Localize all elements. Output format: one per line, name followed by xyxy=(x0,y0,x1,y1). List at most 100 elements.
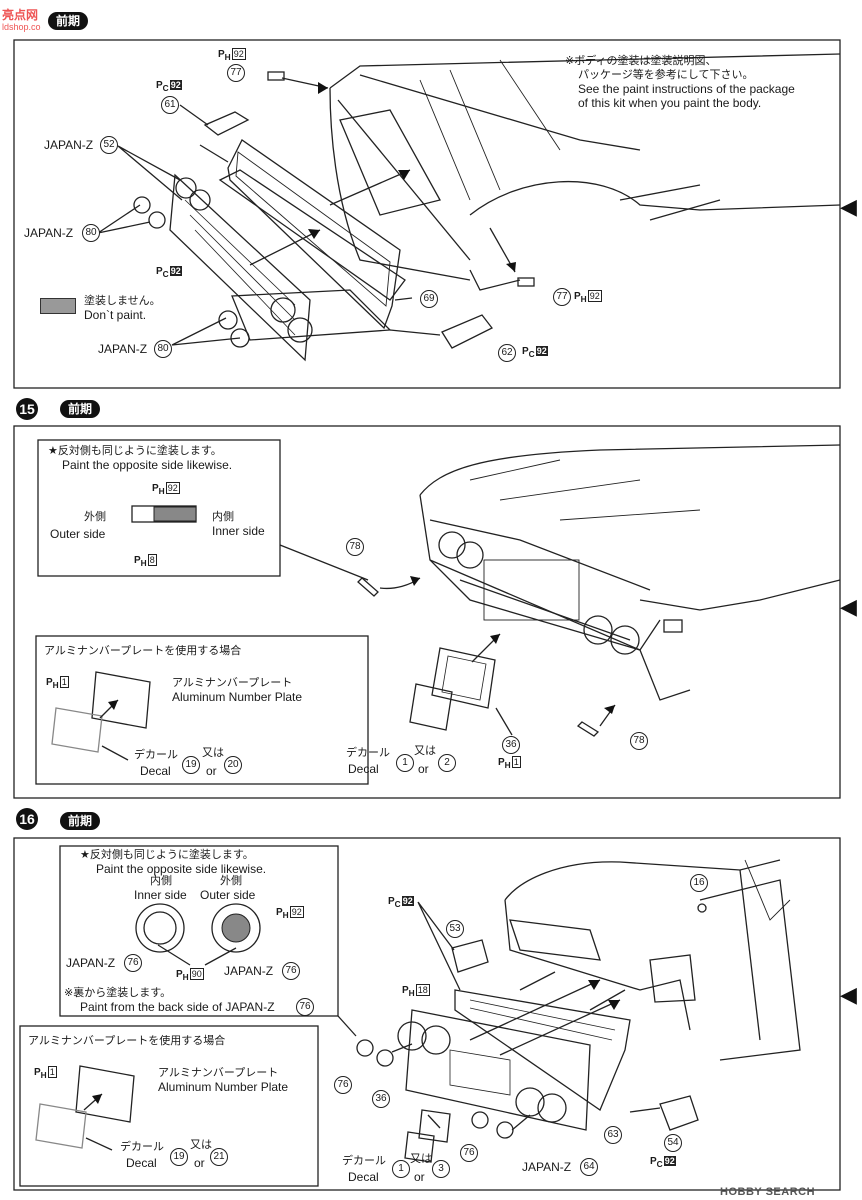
part-77-top: 77 xyxy=(227,64,245,82)
s16-part-64: 64 xyxy=(580,1158,598,1176)
s15-mata2: 又は xyxy=(414,744,436,757)
part-52: 52 xyxy=(100,136,118,154)
step15-frame xyxy=(13,425,841,799)
s15-opposite-jp: ★反対側も同じように塗装します。 xyxy=(48,444,222,457)
s16-part-36: 36 xyxy=(372,1090,390,1108)
part-62: 62 xyxy=(498,344,516,362)
top-frame xyxy=(13,39,841,389)
s15-decal-20: 20 xyxy=(224,756,242,774)
s15-outer-jp: 外側 xyxy=(84,510,106,523)
part-77-right: 77 xyxy=(553,288,571,306)
s16-japan-z-left: JAPAN-Z xyxy=(66,956,116,970)
s16-part-53: 53 xyxy=(446,920,464,938)
step-15-header: 前期 xyxy=(60,400,101,418)
page-tab-arrow-2: ◀ xyxy=(840,594,857,619)
no-paint-jp: 塗装しません。 xyxy=(84,294,161,307)
inner-gray-lens xyxy=(221,913,251,943)
s16-alu-jp: アルミナンバープレート xyxy=(158,1066,279,1079)
s16-outer-en: Outer side xyxy=(200,888,256,902)
s16-alu-en: Aluminum Number Plate xyxy=(158,1080,289,1094)
s15-alu-jp: アルミナンバープレート xyxy=(172,676,293,689)
s15-mata: 又は xyxy=(202,746,224,759)
s16-part-54: 54 xyxy=(664,1134,682,1152)
step16-frame xyxy=(13,837,841,1191)
top-header-pill: 前期 xyxy=(48,12,89,30)
s16-mata2: 又は xyxy=(410,1152,432,1165)
step-16-header: 前期 xyxy=(60,812,101,830)
s15-decal-en2: Decal xyxy=(348,762,379,776)
part-61: 61 xyxy=(161,96,179,114)
s15-or: or xyxy=(206,764,217,778)
s16-or: or xyxy=(194,1156,205,1170)
s16-part-76a: 76 xyxy=(334,1076,352,1094)
s16-part-76-note: 76 xyxy=(296,998,314,1016)
s15-decal-en: Decal xyxy=(140,764,171,778)
page-tab-arrow-3: ◀ xyxy=(840,982,857,1007)
page-tab-arrow-1: ◀ xyxy=(840,194,857,219)
s15-decal-19: 19 xyxy=(182,756,200,774)
s16-back-en: Paint from the back side of JAPAN-Z xyxy=(80,1000,275,1014)
s15-inner-en: Inner side xyxy=(212,524,265,538)
s16-mata: 又は xyxy=(190,1138,212,1151)
s15-or2: or xyxy=(418,762,429,776)
s15-part-78b: 78 xyxy=(630,732,648,750)
part-80a: 80 xyxy=(82,224,100,242)
s16-part-63: 63 xyxy=(604,1126,622,1144)
s16-opposite-jp: ★反対側も同じように塗装します。 xyxy=(80,848,254,861)
s16-or2: or xyxy=(414,1170,425,1184)
s16-decal-jp: デカール xyxy=(120,1140,164,1153)
s15-part-78a: 78 xyxy=(346,538,364,556)
s16-decal-en: Decal xyxy=(126,1156,157,1170)
footer-watermark: HOBBY SEARCH xyxy=(720,1186,816,1198)
s15-outer-en: Outer side xyxy=(50,527,106,541)
s16-decal-19: 19 xyxy=(170,1148,188,1166)
brand-logo: 亮点网 xyxy=(2,8,39,22)
step-15-badge: 15 xyxy=(16,398,38,420)
s16-japan-z-bottom: JAPAN-Z xyxy=(522,1160,572,1174)
s15-decal-2: 2 xyxy=(438,754,456,772)
part-80b: 80 xyxy=(154,340,172,358)
s16-decal-en2: Decal xyxy=(348,1170,379,1184)
japan-z-label-80b: JAPAN-Z xyxy=(98,342,148,356)
s15-part-36: 36 xyxy=(502,736,520,754)
body-note-jp-2: パッケージ等を参考にして下さい。 xyxy=(578,68,754,81)
japan-z-label-80a: JAPAN-Z xyxy=(24,226,74,240)
s16-opposite-en: Paint the opposite side likewise. xyxy=(96,862,267,876)
s16-part-76-right: 76 xyxy=(282,962,300,980)
no-paint-en: Don`t paint. xyxy=(84,308,147,322)
no-paint-swatch xyxy=(40,298,76,314)
step-16-badge: 16 xyxy=(16,808,38,830)
body-note-jp-1: ※ボディの塗装は塗装説明図、 xyxy=(565,54,717,67)
s16-part-16: 16 xyxy=(690,874,708,892)
brand-url: ldshop.co xyxy=(2,22,41,32)
s16-decal-21: 21 xyxy=(210,1148,228,1166)
outer-gray-swatch xyxy=(153,506,197,522)
part-69: 69 xyxy=(420,290,438,308)
s16-outer-jp: 外側 xyxy=(220,874,242,887)
body-note-en-1: See the paint instructions of the packag… xyxy=(578,82,795,96)
s16-alu-title: アルミナンバープレートを使用する場合 xyxy=(28,1034,226,1047)
s15-decal-1: 1 xyxy=(396,754,414,772)
japan-z-label-52: JAPAN-Z xyxy=(44,138,94,152)
s16-decal-jp2: デカール xyxy=(342,1154,386,1167)
s16-decal-3: 3 xyxy=(432,1160,450,1178)
s16-back-jp: ※裏から塗装します。 xyxy=(64,986,172,999)
s16-part-76-left: 76 xyxy=(124,954,142,972)
s15-opposite-en: Paint the opposite side likewise. xyxy=(62,458,233,472)
